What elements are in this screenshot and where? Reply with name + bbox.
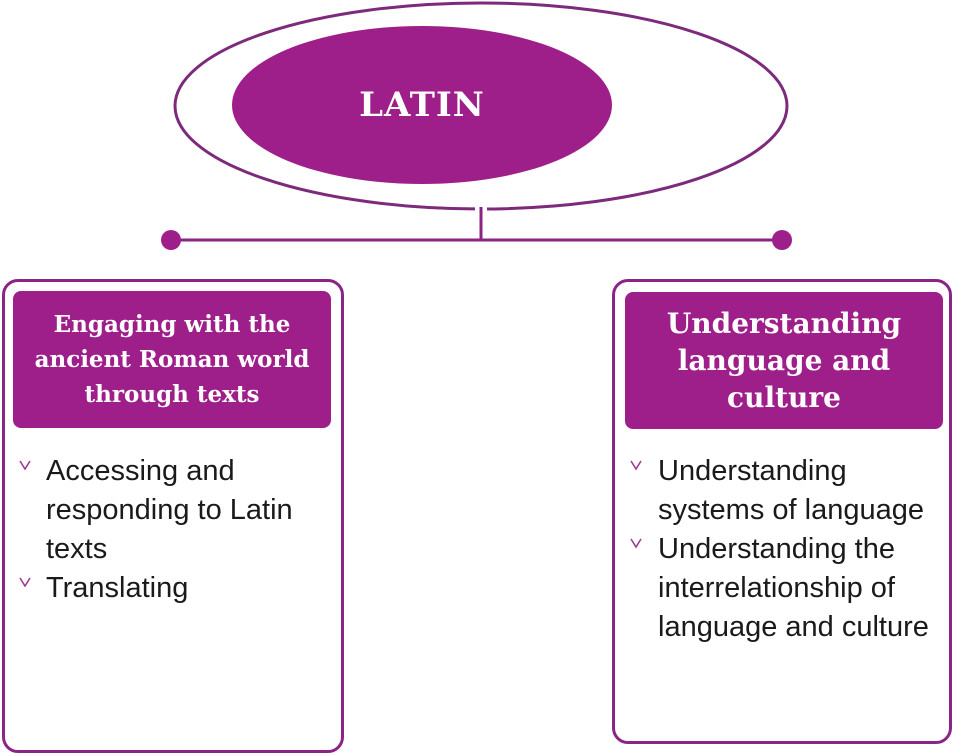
list-item: Understanding systems of language xyxy=(615,452,949,530)
chevron-down-icon xyxy=(630,538,642,549)
list-item: Accessing and responding to Latin texts xyxy=(5,452,341,569)
branch-title: Understanding language and culture xyxy=(666,307,902,414)
list-item-label: Accessing and responding to Latin texts xyxy=(46,455,293,565)
branch-items-list: Accessing and responding to Latin texts … xyxy=(5,452,341,608)
list-item: Understanding the interrelationship of l… xyxy=(615,530,949,647)
branch-card-understanding: Understanding language and culture Under… xyxy=(612,279,952,744)
chevron-down-icon xyxy=(630,460,642,471)
root-node-label: LATIN xyxy=(359,85,485,125)
left-branch-dot xyxy=(161,230,181,250)
branch-header-understanding: Understanding language and culture xyxy=(625,292,943,429)
list-item-label: Understanding systems of language xyxy=(658,455,924,526)
right-branch-dot xyxy=(772,230,792,250)
list-item-label: Translating xyxy=(46,572,189,604)
branch-header-engaging: Engaging with the ancient Roman world th… xyxy=(13,291,331,428)
branch-card-engaging: Engaging with the ancient Roman world th… xyxy=(2,279,344,753)
root-node-ellipse xyxy=(232,26,612,184)
branch-items-list: Understanding systems of language Unders… xyxy=(615,452,949,647)
list-item: Translating xyxy=(5,569,341,608)
chevron-down-icon xyxy=(19,577,31,588)
list-item-label: Understanding the interrelationship of l… xyxy=(658,533,929,643)
branch-title: Engaging with the ancient Roman world th… xyxy=(34,311,310,408)
chevron-down-icon xyxy=(19,460,31,471)
